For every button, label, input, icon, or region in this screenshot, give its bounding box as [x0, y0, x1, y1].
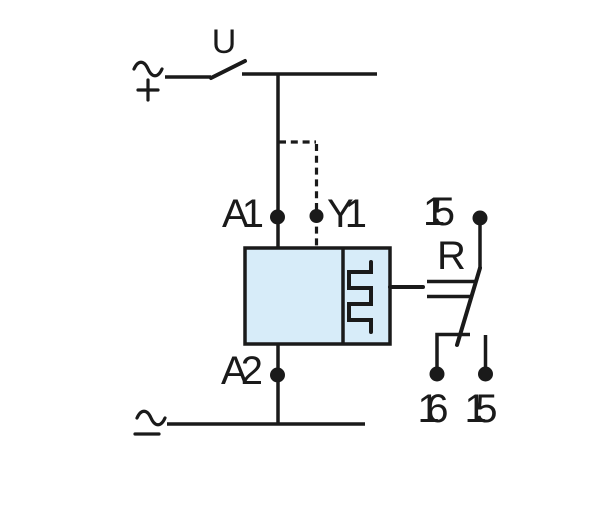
tilde-icon — [132, 60, 164, 78]
contact-top-label: 15 — [423, 190, 455, 234]
a1-terminal-dot — [270, 209, 285, 225]
reset-function-label: R — [437, 234, 466, 278]
contact-bottom-right-terminal-dot — [478, 366, 493, 382]
plus-icon — [136, 78, 160, 102]
ac-dc-positive-supply-icon — [132, 60, 164, 102]
a2-terminal-label: A2 — [221, 349, 263, 393]
contact-bottom-right-label: 15 — [465, 387, 498, 431]
a1-terminal-label: A1 — [222, 192, 264, 236]
tilde-icon — [135, 409, 167, 427]
y1-terminal-dot — [309, 209, 324, 223]
contact-nc-hook-wire — [435, 332, 470, 367]
switch-blade — [209, 59, 247, 80]
contact-bottom-left-label: 16 — [418, 387, 449, 431]
contact-top-terminal-dot — [472, 210, 488, 226]
relay-coil-box — [243, 246, 392, 346]
contact-bottom-left-terminal-dot — [429, 366, 445, 382]
contact-blade — [455, 266, 482, 347]
y1-terminal-label: Y1 — [327, 192, 367, 236]
ac-dc-negative-supply-icon — [133, 409, 167, 436]
a2-terminal-dot — [270, 367, 285, 383]
pulse-squarewave-icon — [347, 260, 373, 334]
supply-voltage-label: U — [212, 23, 237, 61]
